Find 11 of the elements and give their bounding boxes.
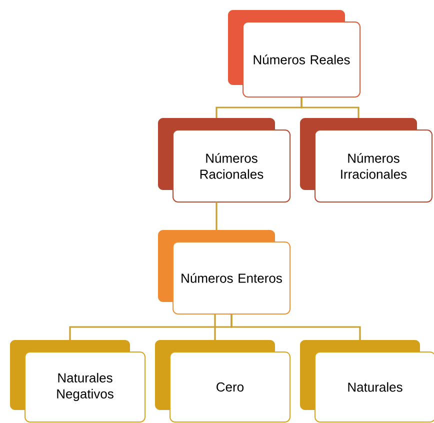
connector-line <box>230 314 361 340</box>
card-box: Números Racionales <box>158 118 290 202</box>
connector-line <box>216 202 218 230</box>
connector-line <box>214 314 216 340</box>
card-box: Naturales <box>300 340 434 422</box>
card-box: Números Reales <box>228 10 360 98</box>
card-box: Números Irracionales <box>300 118 432 202</box>
card-box: Números Enteros <box>158 230 290 314</box>
card-box: Naturales Negativos <box>10 340 146 422</box>
card-box: Cero <box>155 340 290 422</box>
connector-line <box>300 98 360 118</box>
